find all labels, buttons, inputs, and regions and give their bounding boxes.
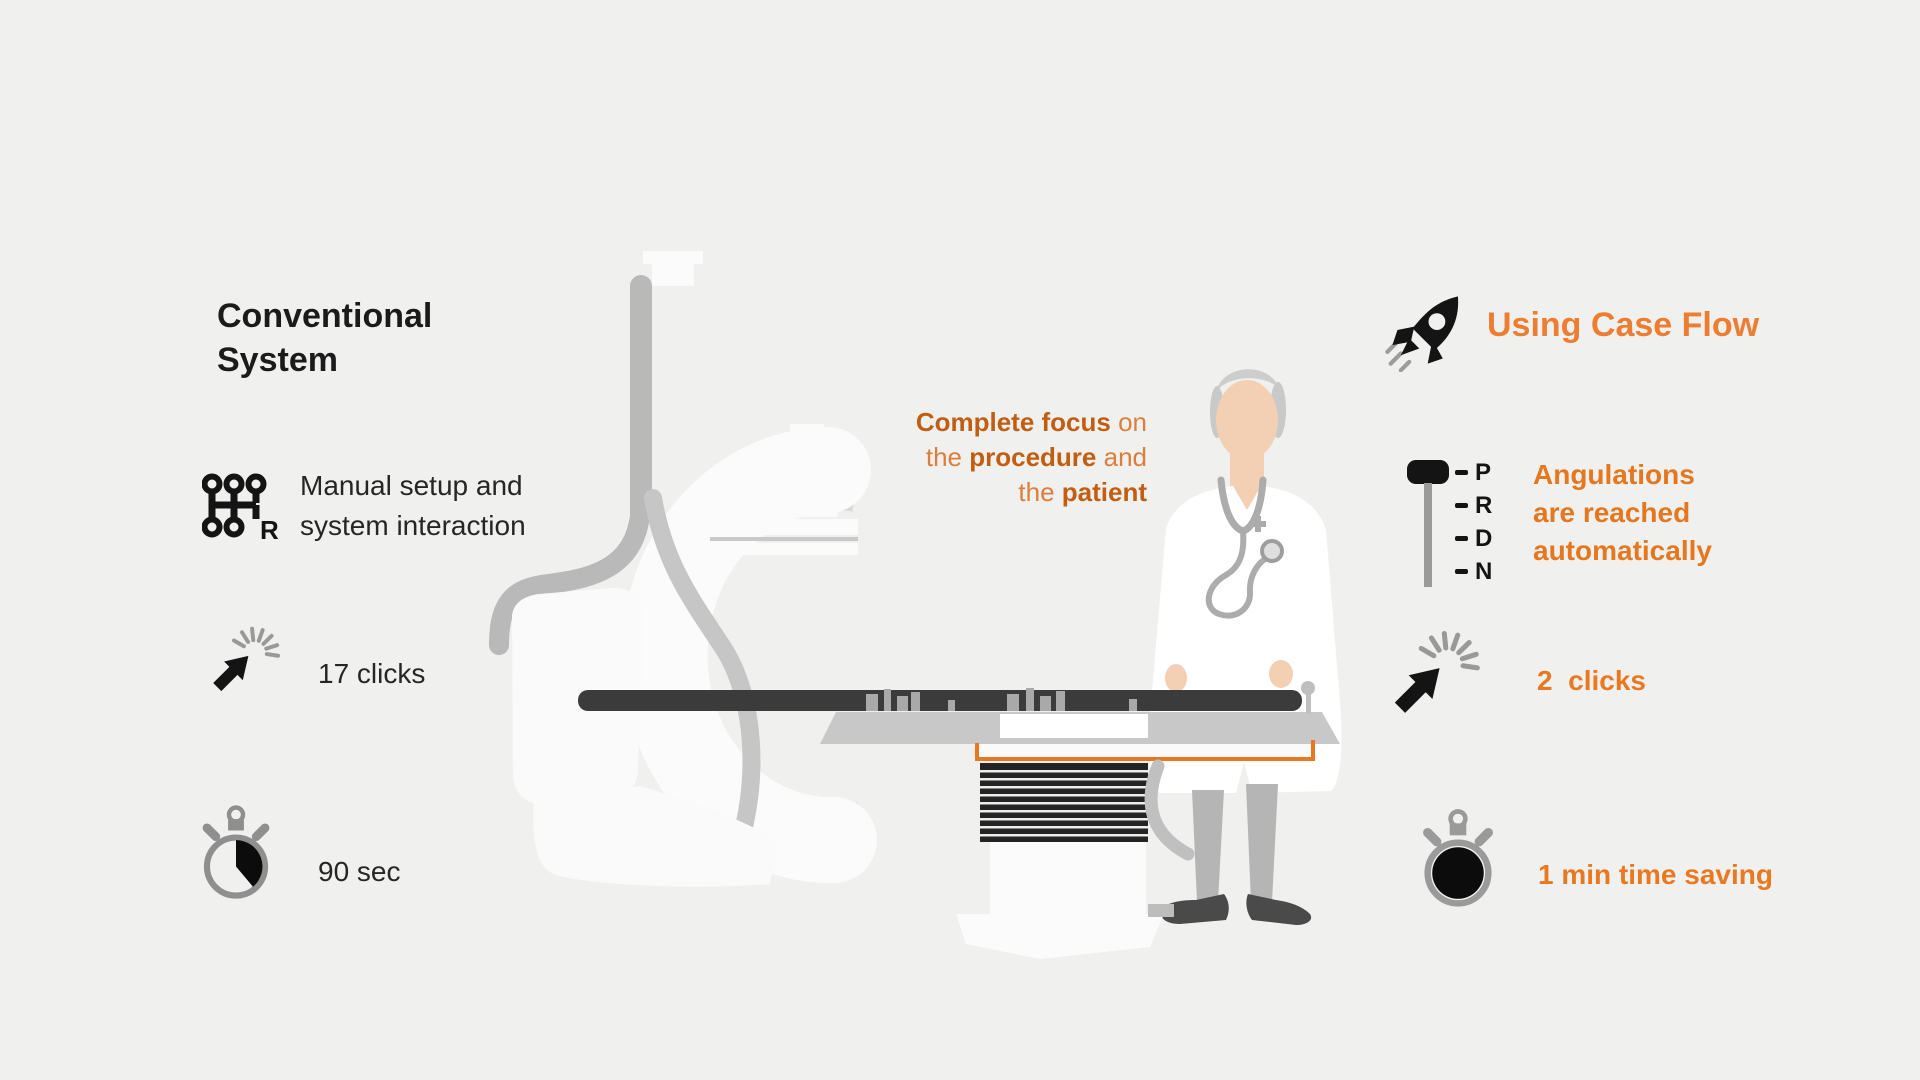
gearshift-manual-icon: R: [202, 473, 279, 545]
doctor-head: [1216, 380, 1278, 460]
manual-setup-line2: system interaction: [300, 510, 526, 541]
doctor-shoe-right: [1246, 894, 1312, 925]
table-cable: [1144, 759, 1195, 861]
full-time-face: [1432, 847, 1484, 899]
table-carriage-panel: [1000, 714, 1148, 738]
table-end-handle: [1301, 681, 1315, 714]
benefit-line1: Angulations: [1533, 459, 1695, 490]
case-flow-clicks-text: 2 clicks: [1537, 665, 1646, 696]
cursor-click-icon: [213, 626, 281, 692]
doctor-leg-right: [1246, 784, 1278, 902]
lever-tick-icon: [1455, 470, 1468, 475]
doctor-neck: [1230, 452, 1264, 492]
doctor-hair: [1216, 369, 1280, 392]
gearshift-reverse-label: R: [260, 515, 279, 545]
medical-cross-icon: [1250, 516, 1266, 532]
cable-left: [489, 490, 651, 655]
patient-table-assembly: [578, 681, 1340, 959]
stopwatch-icon: [202, 805, 270, 899]
conventional-title: Conventional System: [217, 294, 432, 382]
patient-table-top: [578, 690, 1302, 711]
conventional-clicks-text: 17 clicks: [318, 658, 426, 689]
doctor-collar: [1233, 486, 1261, 510]
case-flow-title: Using Case Flow: [1487, 306, 1760, 344]
elapsed-time-wedge: [236, 840, 263, 887]
doctor-hand-left: [1165, 664, 1187, 692]
ceiling-mount: [630, 251, 703, 526]
lever-tick-icon: [1455, 569, 1468, 574]
doctor-hand-right: [1269, 660, 1293, 688]
gear-lever-stem: [1424, 483, 1432, 587]
caption-line3: the patient: [1018, 477, 1147, 507]
caption-line1: Complete focus on: [915, 407, 1147, 437]
table-column-bellows: [980, 763, 1148, 842]
cursor-click-icon: [1394, 630, 1480, 713]
stopwatch-filled-icon: [1423, 809, 1493, 907]
gear-lever-knob: [1407, 460, 1449, 484]
conventional-title-line2: System: [217, 341, 338, 379]
stethoscope-tube: [1205, 528, 1270, 619]
lever-position-p: P: [1455, 456, 1492, 489]
center-caption: Complete focus on the procedure and the …: [820, 405, 1147, 510]
detector-head: [710, 424, 858, 555]
benefit-line2: are reached: [1533, 497, 1691, 528]
lever-position-r: R: [1455, 489, 1492, 522]
doctor-shoe-left: [1160, 894, 1229, 924]
gear-lever-automatic-icon: P R D N: [1455, 456, 1492, 588]
manual-setup-line1: Manual setup and: [300, 470, 523, 501]
case-flow-time-text: 1 min time saving: [1538, 859, 1773, 890]
orange-highlight-line: [975, 740, 1315, 761]
case-flow-benefit-text: Angulations are reached automatically: [1533, 456, 1712, 570]
lever-position-d: D: [1455, 522, 1492, 555]
rocket-icon: [1385, 296, 1459, 372]
benefit-line3: automatically: [1533, 535, 1712, 566]
table-foot: [956, 914, 1164, 959]
foot-pedal: [1148, 904, 1174, 917]
doctor-leg-left: [1192, 790, 1224, 902]
lever-tick-icon: [1455, 503, 1468, 508]
manual-setup-text: Manual setup and system interaction: [300, 466, 526, 546]
table-pedestal: [990, 842, 1146, 916]
machine-base: [511, 587, 778, 887]
stethoscope-chestpiece: [1260, 539, 1284, 563]
caption-line2: the procedure and: [925, 442, 1147, 472]
table-lower-strip: [977, 744, 1315, 759]
table-rail-modules: [866, 688, 1137, 711]
cable-right: [644, 489, 761, 861]
lever-position-n: N: [1455, 555, 1492, 588]
conventional-title-line1: Conventional: [217, 297, 433, 335]
lever-tick-icon: [1455, 536, 1468, 541]
conventional-time-text: 90 sec: [318, 856, 401, 887]
